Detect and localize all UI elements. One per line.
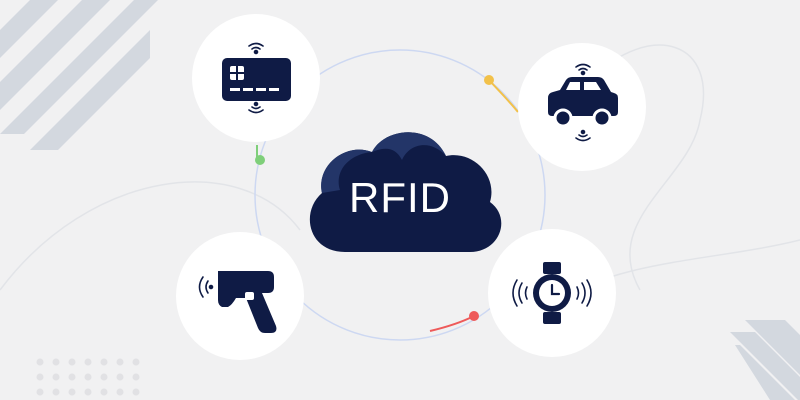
decor-stripes-top-left — [0, 0, 158, 150]
decor-dot — [84, 388, 92, 396]
decor-dot — [116, 358, 124, 366]
decor-dot — [132, 358, 140, 366]
contactless-card-icon — [222, 42, 291, 114]
decor-dot — [132, 388, 140, 396]
decor-dot — [132, 373, 140, 381]
decor-dot — [84, 358, 92, 366]
decor-dot — [36, 388, 44, 396]
decor-dot — [68, 358, 76, 366]
cloud-label-rfid: RFID — [349, 174, 451, 221]
decor-dot — [52, 358, 60, 366]
decor-dot — [100, 358, 108, 366]
accent-red-connector — [429, 311, 479, 332]
decor-dot — [116, 388, 124, 396]
decor-dot — [52, 373, 60, 381]
rfid-scanner-gun-icon — [198, 271, 277, 333]
smartwatch-icon — [512, 262, 592, 324]
decor-dot — [36, 358, 44, 366]
decor-dot — [100, 388, 108, 396]
decor-dot — [36, 373, 44, 381]
decor-dot — [68, 373, 76, 381]
decor-dot — [68, 388, 76, 396]
decor-dot — [52, 388, 60, 396]
decor-dot — [100, 373, 108, 381]
accent-green-connector — [255, 145, 265, 165]
accent-yellow-connector — [484, 75, 519, 113]
orbit-ring — [254, 49, 546, 341]
rfid-cloud — [309, 132, 502, 252]
decor-dot — [116, 373, 124, 381]
connected-car-icon — [548, 63, 618, 142]
decor-dot-grid — [36, 358, 140, 396]
decor-stripes-bottom-right — [730, 320, 800, 400]
decor-dot — [84, 373, 92, 381]
